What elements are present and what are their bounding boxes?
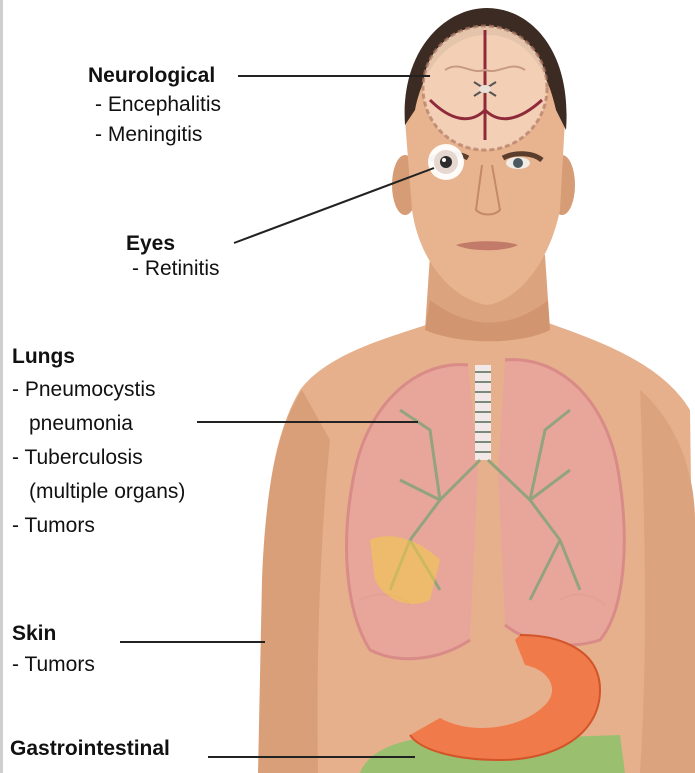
neurological-item-encephalitis: - Encephalitis xyxy=(95,88,222,122)
eyes-item-retinitis: - Retinitis xyxy=(132,252,220,286)
eye-highlight xyxy=(428,144,464,180)
lungs-item-tuberculosis: - Tuberculosis xyxy=(12,441,168,475)
skin-item-tumors: - Tumors xyxy=(12,648,95,682)
gastrointestinal-label-group: Gastrointestinal xyxy=(10,737,170,761)
gastrointestinal-title: Gastrointestinal xyxy=(10,737,170,761)
lungs-label-group: Lungs - Pneumocystis pneumonia - Tubercu… xyxy=(12,345,168,543)
neurological-title: Neurological xyxy=(88,64,215,88)
neurological-label-group: Neurological - Encephalitis - Meningitis xyxy=(88,64,215,156)
lungs-title: Lungs xyxy=(12,345,168,369)
neurological-item-meningitis: - Meningitis xyxy=(95,118,222,152)
human-body-illustration xyxy=(258,8,695,773)
skin-label-group: Skin - Tumors xyxy=(12,622,95,682)
lungs-item-tumors: - Tumors xyxy=(12,509,168,543)
eyes-label-group: Eyes - Retinitis xyxy=(126,232,214,290)
skin-title: Skin xyxy=(12,622,95,646)
left-border xyxy=(0,0,3,773)
lungs-item-pneumonia: pneumonia xyxy=(29,407,185,441)
lungs-item-pneumocystis: - Pneumocystis xyxy=(12,373,168,407)
lungs-item-multiple-organs: (multiple organs) xyxy=(29,475,185,509)
brain-overlay xyxy=(423,26,547,150)
